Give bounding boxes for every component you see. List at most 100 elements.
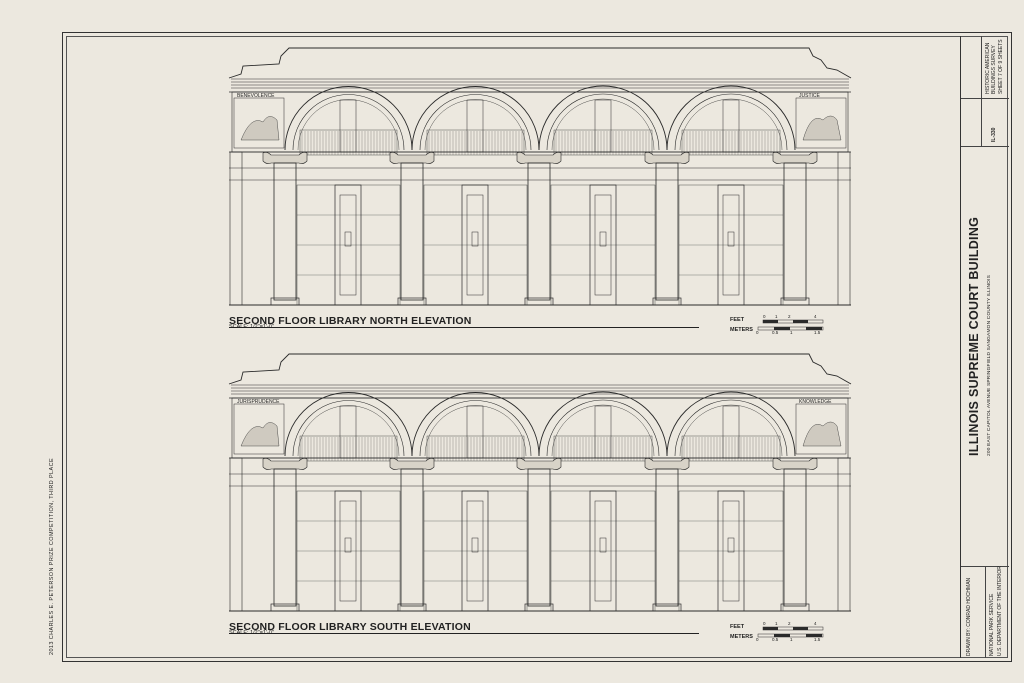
gallery-railing [553,435,653,462]
drawn-by: DRAWN BY: CONRAD HOCHMAN [966,577,972,656]
allegorical-figure-right [802,115,842,141]
feet-tick-3: 4 [814,314,817,319]
north-scale-bar-graphic [757,319,824,331]
ionic-capital [389,152,435,164]
column-shaft [783,468,807,607]
north-elevation-scale: SCALE: 1/2"=1'-0" [229,324,274,330]
feet-label: FEET [730,624,745,630]
end-pilaster-right [837,457,851,612]
door-handle [727,231,735,247]
gallery-railing [681,435,781,462]
sculpture-panel-right [795,97,847,149]
meters-tick-3: 1.5 [814,637,821,642]
door-handle [599,537,607,553]
upper-pilaster [466,99,484,153]
column-base [397,297,427,306]
arch-soffit [297,405,400,457]
door-handle [471,231,479,247]
arch-inner [292,400,405,457]
column-shaft [400,162,424,301]
door-handle [727,537,735,553]
sculpture-panel-left [233,403,285,455]
meters-tick-0: 0 [756,637,759,642]
column-base [652,297,682,306]
column-shaft [655,468,679,607]
door-panel [466,500,484,602]
allegorical-figure-left [240,422,280,447]
meters-tick-1: 0.5 [772,330,779,335]
tb-divider [961,146,1009,147]
panel-inscription-right: JUSTICE [799,93,821,99]
door-handle [599,231,607,247]
arch-inner [546,399,660,457]
arch-inner [674,93,788,151]
arch-inner [419,94,532,151]
frieze [231,397,849,459]
column-shaft [655,162,679,301]
column-shaft [527,468,551,607]
door-panel [722,194,740,296]
ionic-capital [644,152,690,164]
ionic-capital [389,458,435,470]
feet-tick-1: 1 [775,314,778,319]
ionic-capital [516,152,562,164]
meters-tick-1: 0.5 [772,637,779,642]
upper-pilaster [594,405,612,459]
upper-pilaster [594,99,612,153]
upper-pilaster [339,405,357,459]
door-panel [722,500,740,602]
arch [411,86,540,151]
door-handle [344,231,352,247]
door-panel [339,194,357,296]
arch [666,85,796,151]
north-elevation: BENEVOLENCE JUSTICE [228,47,852,306]
door-panel [339,500,357,602]
column-base [652,603,682,612]
door-handle [471,537,479,553]
arch-soffit [297,99,400,151]
ionic-capital [262,458,308,470]
south-scale-bar: FEET METERS 0 1 2 4 0 0.5 1 1.5 [730,621,830,645]
ionic-capital [644,458,690,470]
column-shaft [527,162,551,301]
south-elevation-scale: SCALE: 1/2"=1'-0" [229,630,274,636]
meters-tick-2: 1 [790,637,793,642]
gallery-railing [681,129,781,156]
arch [666,391,796,457]
arch-inner [546,93,660,151]
meters-tick-3: 1.5 [814,330,821,335]
arch [538,391,668,457]
sculpture-panel-left [233,97,285,149]
column-base [524,297,554,306]
gallery-railing [426,129,525,156]
tb-divider-vertical [985,566,986,658]
building-title: ILLINOIS SUPREME COURT BUILDING [967,216,981,456]
cornice [228,47,852,79]
arch [538,85,668,151]
feet-tick-1: 1 [775,621,778,626]
arch [411,392,540,457]
sheet-number: SHEET 7 OF 9 SHEETS [998,39,1004,94]
door-panel [594,194,612,296]
north-elevation-title: SECOND FLOOR LIBRARY NORTH ELEVATION [229,315,472,327]
column-base [270,603,300,612]
end-pilaster-left [229,151,243,306]
meters-label: METERS [730,327,753,333]
panel-inscription-right: KNOWLEDGE [799,399,832,405]
feet-tick-2: 2 [788,621,791,626]
building-address: 200 EAST CAPITOL AVENUE SPRINGFIELD SANG… [987,274,992,456]
agency-line-1: NATIONAL PARK SERVICE [989,593,995,656]
title-block: HISTORIC AMERICAN BUILDINGS SURVEY SHEET… [960,36,1009,658]
door-panel [466,194,484,296]
agency-line-2: U.S. DEPARTMENT OF THE INTERIOR [997,566,1003,656]
column-shaft [783,162,807,301]
column-base [780,603,810,612]
sheet-inner-border [66,36,1008,658]
panel-inscription-left: BENEVOLENCE [237,93,275,99]
feet-label: FEET [730,317,745,323]
gallery-railing [426,435,525,462]
door-panel [594,500,612,602]
